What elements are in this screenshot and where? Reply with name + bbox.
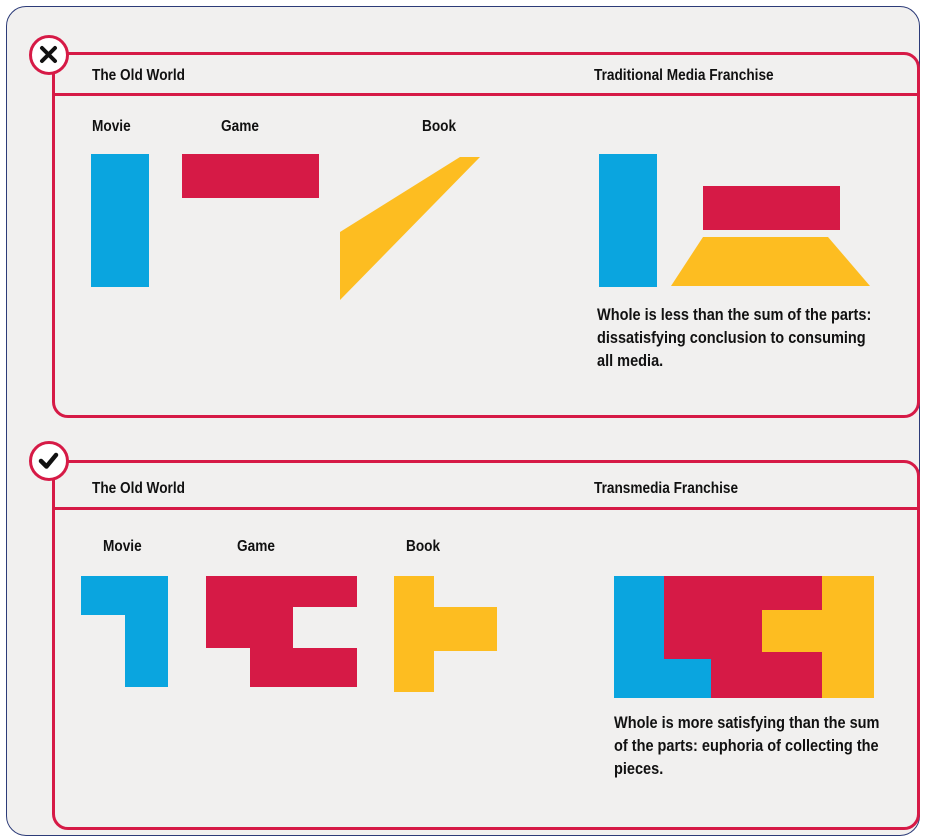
top-panel-divider bbox=[55, 93, 918, 96]
top-combined-game bbox=[703, 186, 840, 230]
bottom-book-label: Book bbox=[406, 538, 441, 555]
bottom-game-label: Game bbox=[237, 538, 275, 555]
bottom-movie-piece bbox=[81, 576, 168, 687]
bottom-combined-movie bbox=[614, 576, 711, 698]
bottom-left-title: The Old World bbox=[92, 480, 185, 497]
top-movie-label: Movie bbox=[92, 118, 131, 135]
check-mark-icon bbox=[38, 452, 59, 469]
top-book-piece bbox=[340, 157, 480, 300]
bottom-caption: Whole is more satisfying than the sum of… bbox=[614, 714, 880, 778]
transmedia-panel bbox=[52, 460, 920, 830]
bottom-combined-game bbox=[664, 576, 822, 698]
top-game-piece bbox=[182, 154, 319, 198]
bottom-right-title: Transmedia Franchise bbox=[594, 480, 739, 497]
bottom-panel-divider bbox=[55, 507, 918, 510]
traditional-media-panel bbox=[52, 52, 920, 418]
bottom-combined-book bbox=[762, 576, 874, 698]
x-mark-badge bbox=[29, 35, 69, 75]
top-combined-movie bbox=[599, 154, 657, 287]
check-mark-badge bbox=[29, 441, 69, 481]
bottom-game-piece bbox=[206, 576, 357, 687]
top-caption: Whole is less than the sum of the parts:… bbox=[597, 306, 872, 370]
top-movie-piece bbox=[91, 154, 149, 287]
bottom-book-piece bbox=[394, 576, 497, 692]
top-book-label: Book bbox=[422, 118, 457, 135]
top-left-title: The Old World bbox=[92, 67, 185, 84]
top-game-label: Game bbox=[221, 118, 259, 135]
x-mark-icon bbox=[40, 46, 57, 63]
top-right-title: Traditional Media Franchise bbox=[594, 67, 774, 84]
bottom-movie-label: Movie bbox=[103, 538, 142, 555]
top-combined-book bbox=[671, 237, 870, 286]
